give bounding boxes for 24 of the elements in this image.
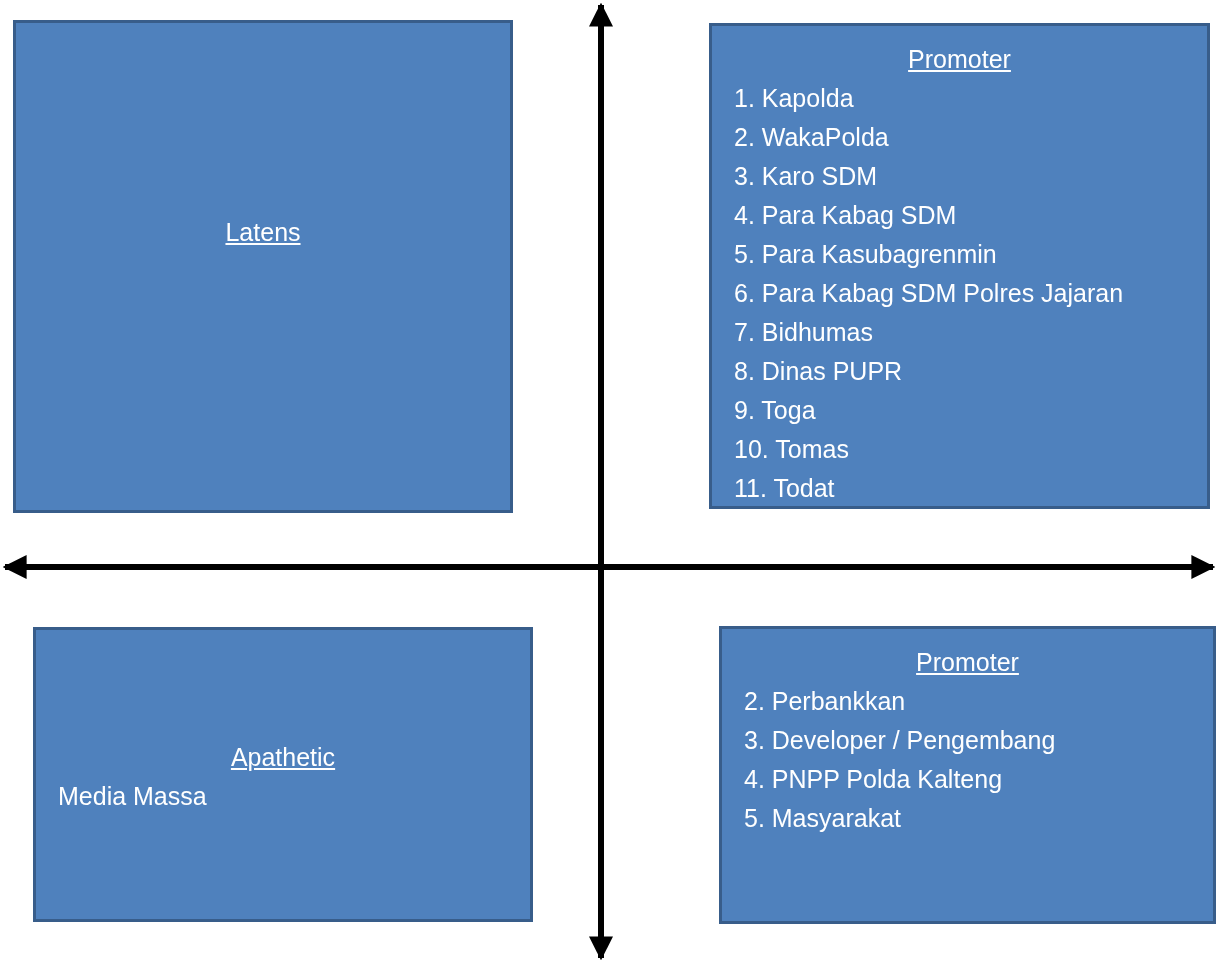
list-item: 5. Para Kasubagrenmin (734, 239, 998, 270)
list-item: 9. Toga (734, 395, 817, 426)
quadrant-box (709, 23, 1210, 509)
list-item: 5. Masyarakat (744, 803, 902, 834)
list-item: 11. Todat (734, 473, 836, 504)
quadrant-title: Promoter (907, 44, 1012, 75)
list-item: 2. WakaPolda (734, 122, 890, 153)
list-item: 4. Para Kabag SDM (734, 200, 958, 231)
quadrant-box (13, 20, 513, 513)
quadrant-box (33, 627, 533, 922)
quadrant-box (719, 626, 1216, 924)
list-item: 8. Dinas PUPR (734, 356, 904, 387)
quadrant-title: Latens (224, 217, 302, 248)
list-item: 3. Developer / Pengembang (744, 725, 1057, 756)
quadrant-title: Promoter (915, 647, 1020, 678)
list-item: 3. Karo SDM (734, 161, 879, 192)
body-text: Media Massa (58, 781, 208, 812)
list-item: 6. Para Kabag SDM Polres Jajaran (734, 278, 1125, 309)
quadrant-title: Apathetic (229, 742, 337, 773)
list-item: 2. Perbankkan (744, 686, 907, 717)
list-item: 1. Kapolda (734, 83, 855, 114)
list-item: 10. Tomas (734, 434, 850, 465)
list-item: 4. PNPP Polda Kalteng (744, 764, 1004, 795)
list-item: 7. Bidhumas (734, 317, 874, 348)
